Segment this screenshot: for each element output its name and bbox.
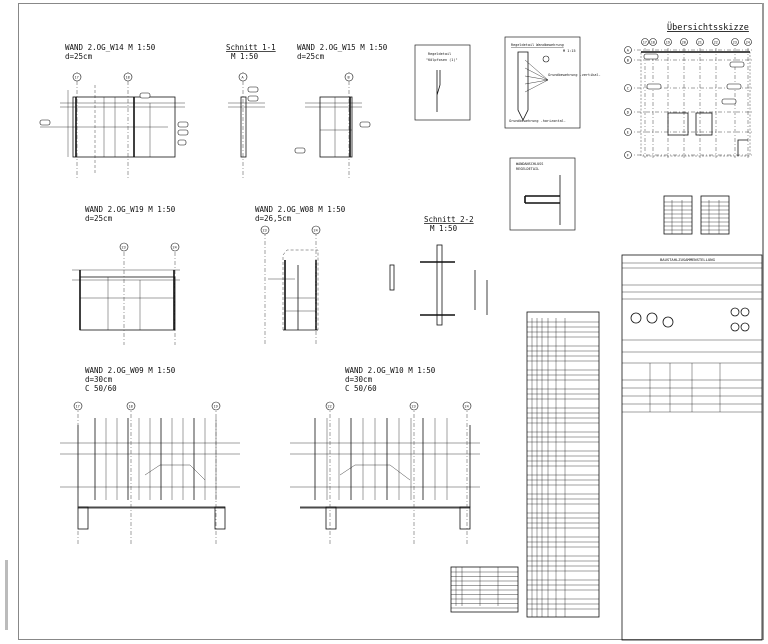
axis-label: A (242, 76, 245, 80)
axis-label: 23 (122, 246, 126, 250)
wall-w19-drawing: WAND 2.OG_W19 M 1:50 d=25cm 23 24 (72, 205, 180, 345)
detail-wall-connection-box: WANDANSCHLUSS REGELDETAIL (509, 157, 576, 231)
overview-col-axis-label: 22 (714, 40, 718, 44)
overview-row-axis-label: B (627, 58, 629, 62)
overview-row-axis-label: F (627, 153, 629, 157)
axis-label: 18 (126, 76, 130, 80)
w10-title: WAND 2.OG_W10 M 1:50 (345, 366, 436, 375)
title-block: BAUSTAHLZUSAMMENSTELLUNG (621, 254, 763, 641)
axis-label: 18 (129, 405, 133, 409)
overview-col-axis-label: 18 (651, 40, 655, 44)
axis-label: 17 (75, 76, 79, 80)
axis-label: 17 (76, 405, 80, 409)
overview-col-axis-label: 17 (643, 40, 647, 44)
overview-axis-bubble (624, 108, 632, 116)
w09-title: WAND 2.OG_W09 M 1:50 (85, 366, 176, 375)
wandanschluss-title: WANDANSCHLUSS (516, 162, 543, 166)
overview-axis-bubble (624, 56, 632, 64)
wall-w09-drawing: WAND 2.OG_W09 M 1:50 d=30cm C 50/60 17 1… (60, 366, 240, 545)
overview-col-axis-label: 23 (733, 40, 737, 44)
axis-label: 24 (173, 246, 177, 250)
wall-w15-drawing: WAND 2.OG_W15 M 1:50 d=25cm B (294, 43, 388, 180)
w19-thickness: d=25cm (85, 214, 113, 223)
sheet-border (18, 3, 763, 640)
axis-label: 23 (412, 405, 416, 409)
overview-axis-bubble (624, 128, 632, 136)
section-1-1-scale: M 1:50 (231, 52, 259, 61)
w10-thickness: d=30cm (345, 375, 373, 384)
overview-col-axis-label: 21 (698, 40, 702, 44)
w10-concrete: C 50/60 (345, 384, 377, 393)
section-2-2-scale: M 1:50 (430, 224, 458, 233)
wandanschluss-subtitle: REGELDETAIL (516, 167, 539, 171)
overview-title: Übersichtsskizze (667, 22, 749, 33)
wandbewehrung-title: Regeldetail Wandbewehrung (511, 43, 564, 47)
w09-concrete: C 50/60 (85, 384, 117, 393)
regeldetail-subtitle: "Kölpfosen (1)" (426, 58, 458, 62)
w14-title: WAND 2.OG_W14 M 1:50 (65, 43, 156, 52)
axis-label: B (348, 76, 350, 80)
w08-title: WAND 2.OG_W08 M 1:50 (255, 205, 346, 214)
bar-schedule-table (526, 311, 600, 618)
detail-regeldetail-box: Regeldetail "Kölpfosen (1)" (414, 44, 471, 121)
section-1-1-title: Schnitt 1-1 (226, 43, 276, 52)
section-1-1-drawing: Schnitt 1-1 M 1:50 A (226, 43, 276, 180)
overview-axis-bubble (680, 38, 688, 46)
overview-axis-bubble (712, 38, 720, 46)
overview-axis-bubble (641, 38, 649, 46)
horizontal-reinforcement-label: Grundbewehrung -horizontal- (509, 119, 566, 123)
overview-row-axis-label: D (627, 110, 629, 114)
overview-col-axis-label: 24 (746, 40, 750, 44)
overview-col-axis-label: 20 (682, 40, 686, 44)
overview-axis-bubble (664, 38, 672, 46)
overview-sketch: Übersichtsskizze 17 18 19 20 21 22 23 24A B C D E F (624, 22, 752, 159)
wall-w10-drawing: WAND 2.OG_W10 M 1:50 d=30cm C 50/60 22 2… (290, 366, 480, 545)
weight-summary-table (450, 566, 519, 613)
axis-label: 24 (314, 229, 318, 233)
overview-axis-bubble (649, 38, 657, 46)
overview-row-axis-label: E (627, 130, 629, 134)
w08-thickness: d=26,5cm (255, 214, 292, 223)
overview-axis-bubble (624, 84, 632, 92)
section-2-2-title: Schnitt 2-2 (424, 215, 474, 224)
overview-row-axis-label: C (627, 86, 629, 90)
overview-col-axis-label: 19 (666, 40, 670, 44)
overview-axis-bubble (744, 38, 752, 46)
axis-label: 23 (263, 229, 267, 233)
overview-axis-bubble (731, 38, 739, 46)
regeldetail-title: Regeldetail (428, 52, 451, 56)
w09-thickness: d=30cm (85, 375, 113, 384)
overview-row-axis-label: A (627, 48, 630, 52)
overview-axis-bubble (624, 151, 632, 159)
w14-thickness: d=25cm (65, 52, 93, 61)
w19-title: WAND 2.OG_W19 M 1:50 (85, 205, 176, 214)
axis-label: 19 (214, 405, 218, 409)
title-block-header: BAUSTAHLZUSAMMENSTELLUNG (660, 257, 716, 262)
vertical-reinforcement-label: Grundbewehrung -vertikal- (548, 73, 601, 77)
margin-note (5, 560, 8, 630)
axis-label: 22 (328, 405, 332, 409)
overview-axis-bubble (624, 46, 632, 54)
overview-axis-bubble (696, 38, 704, 46)
w15-thickness: d=25cm (297, 52, 325, 61)
section-2-2-drawing: Schnitt 2-2 M 1:50 (389, 215, 488, 326)
wandbewehrung-scale: M 1:15 (563, 49, 576, 53)
wall-w14-drawing: WAND 2.OG_W14 M 1:50 d=25cm 17 18 (39, 43, 189, 180)
overview-tables (663, 195, 730, 235)
w15-title: WAND 2.OG_W15 M 1:50 (297, 43, 388, 52)
detail-wall-reinforcement-box: Regeldetail Wandbewehrung M 1:15 Grundbe… (504, 36, 601, 129)
axis-label: 24 (465, 405, 469, 409)
wall-w08-drawing: WAND 2.OG_W08 M 1:50 d=26,5cm 23 24 (255, 205, 346, 345)
